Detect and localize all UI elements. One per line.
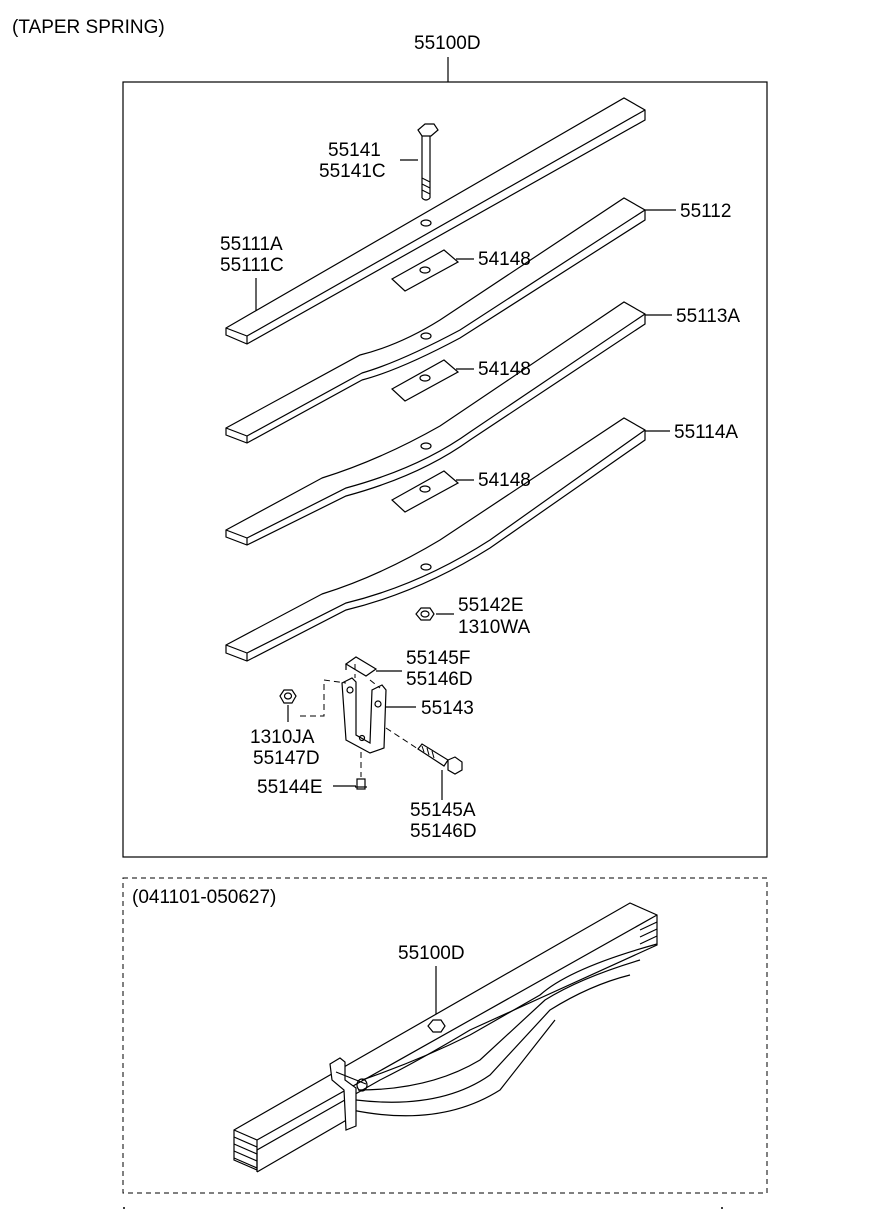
leaf-spring-1[interactable] [225, 97, 646, 345]
bolt-label-2: 55141C [319, 161, 386, 182]
pad2-label: 54148 [478, 359, 531, 380]
shackle-pin[interactable] [344, 656, 378, 677]
main-assembly-box [122, 81, 768, 858]
shackle-label: 55143 [421, 698, 474, 719]
leaf1-label-1: 55111A [220, 234, 283, 255]
spring-shackle[interactable] [341, 677, 387, 754]
nut-label-2: 1310WA [458, 617, 530, 638]
center-nut[interactable] [415, 607, 435, 621]
shackle-pin-label-2: 55146D [406, 669, 473, 690]
bolt-label-1: 55141 [328, 140, 381, 161]
pad3-label: 54148 [478, 470, 531, 491]
nut-label-1: 55142E [458, 595, 524, 616]
leaf-spring-pack[interactable] [233, 902, 658, 1173]
assembly-part-number: 55100D [414, 33, 481, 54]
leaf3-label: 55113A [676, 306, 740, 327]
alt-date-range: (041101-050627) [132, 887, 276, 908]
leaf-spring-4[interactable] [225, 417, 646, 662]
alt-part-number: 55100D [398, 943, 465, 964]
leaf4-label: 55114A [674, 422, 738, 443]
assembly-guide-lines [300, 664, 419, 777]
leaf-spring-2[interactable] [225, 197, 646, 444]
shackle-nut-label-2: 55147D [253, 748, 320, 769]
pad1-label: 54148 [478, 249, 531, 270]
center-bolt[interactable] [417, 123, 439, 201]
leaf-spring-3[interactable] [225, 301, 646, 546]
shackle-nut-label-1: 1310JA [250, 727, 315, 748]
grease-nipple-label: 55144E [257, 777, 323, 798]
spring-pad-2[interactable] [390, 359, 460, 402]
shackle-bolt-label-1: 55145A [410, 800, 476, 821]
grease-nipple[interactable] [355, 778, 367, 790]
shackle-nut[interactable] [279, 689, 297, 704]
shackle-bolt-label-2: 55146D [410, 821, 477, 842]
spring-pad-3[interactable] [390, 470, 460, 513]
spring-pad-1[interactable] [390, 249, 460, 292]
alt-assembly-box [122, 877, 768, 1194]
leaf2-label: 55112 [680, 201, 731, 222]
shackle-bolt[interactable] [417, 743, 463, 775]
diagram-title: (TAPER SPRING) [12, 17, 165, 38]
shackle-pin-label-1: 55145F [406, 648, 470, 669]
leaf1-label-2: 55111C [220, 255, 284, 276]
